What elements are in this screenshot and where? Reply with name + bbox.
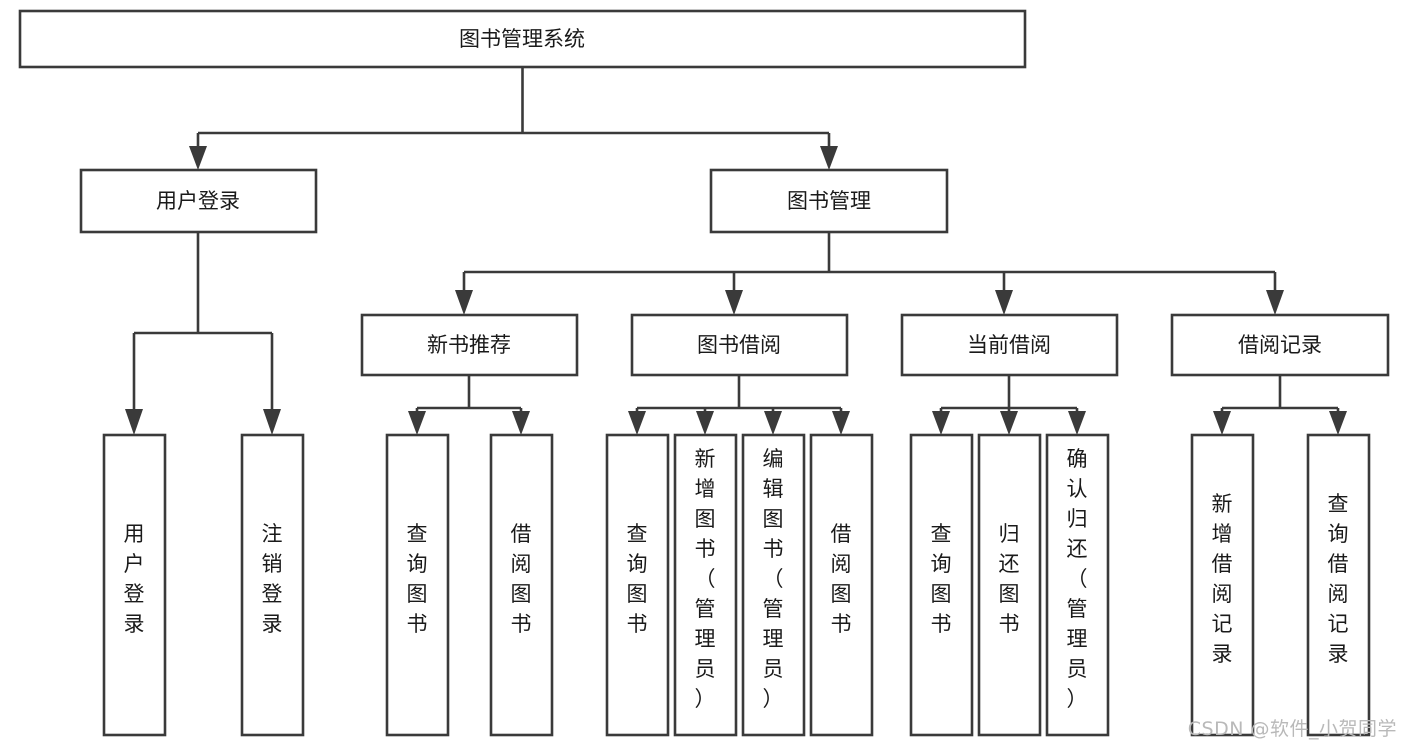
leaf-node[interactable]: 归还图书 [977, 433, 1042, 737]
node-current-borrow-label: 当前借阅 [967, 333, 1051, 357]
leaf-label-borrow-book-2: 借阅图书 [831, 522, 852, 636]
node-book-borrow-box[interactable] [630, 313, 849, 377]
leaf-label-query-book-3: 查询图书 [931, 522, 952, 636]
arrowhead-leaf-5 [628, 411, 646, 435]
node-root-box[interactable] [18, 9, 1027, 69]
leaf-label-query-book-2: 查询图书 [627, 522, 648, 636]
leaf-label-query-book-1: 查询图书 [407, 522, 428, 636]
leaf-box-query-book-1[interactable] [385, 433, 450, 737]
arrowhead-leaf-11 [1068, 411, 1086, 435]
node-borrow-record[interactable]: 借阅记录 [1170, 313, 1390, 377]
arrowhead-leaf-7 [764, 411, 782, 435]
leaf-box-query-book-2[interactable] [605, 433, 670, 737]
leaf-label-add-borrow-record: 新增借阅记录 [1212, 492, 1233, 666]
arrowhead-leaf-8 [832, 411, 850, 435]
leaf-label-add-book-admin: 新增图书（管理员） [695, 447, 716, 711]
arrowhead-leaf-2 [263, 409, 281, 435]
leaf-node[interactable]: 确认归还（管理员） [1045, 433, 1110, 737]
arrowhead-leaf-4 [512, 411, 530, 435]
leaf-label-user-login: 用户登录 [124, 522, 145, 636]
arrowhead-leaf-10 [1000, 411, 1018, 435]
leaf-label-edit-book-admin: 编辑图书（管理员） [763, 447, 784, 711]
node-user-login[interactable]: 用户登录 [79, 168, 318, 234]
arrowhead-book-mgmt [820, 146, 838, 170]
arrowhead-book-borrow [725, 290, 743, 315]
node-current-borrow-box[interactable] [900, 313, 1119, 377]
arrowhead-new-book-rec [455, 290, 473, 315]
leaf-label-return-book: 归还图书 [999, 522, 1020, 636]
arrowhead-user-login [189, 146, 207, 170]
arrowhead-current-borrow [995, 290, 1013, 315]
leaf-box-user-login[interactable] [102, 433, 167, 737]
arrowhead-leaf-9 [932, 411, 950, 435]
leaf-node[interactable]: 查询图书 [605, 433, 670, 737]
leaf-box-query-book-3[interactable] [909, 433, 974, 737]
connector-group [125, 67, 1347, 435]
arrowhead-leaf-3 [408, 411, 426, 435]
leaf-node[interactable]: 新增借阅记录 [1190, 433, 1255, 737]
node-book-borrow-label: 图书借阅 [697, 333, 781, 357]
csdn-watermark: CSDN @软件_小贺同学 [1187, 718, 1397, 740]
node-new-book-recommend-label: 新书推荐 [427, 333, 511, 357]
node-current-borrow[interactable]: 当前借阅 [900, 313, 1119, 377]
node-new-book-recommend[interactable]: 新书推荐 [360, 313, 579, 377]
node-borrow-record-label: 借阅记录 [1238, 333, 1322, 357]
leaf-node[interactable]: 借阅图书 [489, 433, 554, 737]
arrowhead-leaf-6 [696, 411, 714, 435]
leaf-node[interactable]: 查询借阅记录 [1306, 433, 1371, 737]
leaf-box-confirm-return-admin[interactable] [1045, 433, 1110, 737]
node-root-label: 图书管理系统 [459, 27, 585, 51]
node-book-borrow[interactable]: 图书借阅 [630, 313, 849, 377]
leaf-box-add-borrow-record[interactable] [1190, 433, 1255, 737]
leaf-box-return-book[interactable] [977, 433, 1042, 737]
leaf-node[interactable]: 查询图书 [385, 433, 450, 737]
node-new-book-recommend-box[interactable] [360, 313, 579, 377]
arrowhead-leaf-1 [125, 409, 143, 435]
leaf-node[interactable]: 新增图书（管理员） [673, 433, 738, 737]
leaf-box-borrow-book-1[interactable] [489, 433, 554, 737]
arrowhead-leaf-12 [1213, 411, 1231, 435]
leaf-box-borrow-book-2[interactable] [809, 433, 874, 737]
leaf-label-confirm-return-admin: 确认归还（管理员） [1067, 447, 1088, 711]
leaf-node[interactable]: 借阅图书 [809, 433, 874, 737]
leaf-box-query-borrow-record[interactable] [1306, 433, 1371, 737]
node-user-login-box[interactable] [79, 168, 318, 234]
node-book-management[interactable]: 图书管理 [709, 168, 949, 234]
leaf-box-edit-book-admin[interactable] [741, 433, 806, 737]
node-root[interactable]: 图书管理系统 [18, 9, 1027, 69]
leaf-label-query-borrow-record: 查询借阅记录 [1328, 492, 1349, 666]
leaf-node[interactable]: 查询图书 [909, 433, 974, 737]
node-book-management-label: 图书管理 [787, 189, 871, 213]
arrowhead-leaf-13 [1329, 411, 1347, 435]
leaf-box-logout[interactable] [240, 433, 305, 737]
leaf-box-add-book-admin[interactable] [673, 433, 738, 737]
node-book-management-box[interactable] [709, 168, 949, 234]
node-borrow-record-box[interactable] [1170, 313, 1390, 377]
leaf-label-logout: 注销登录 [262, 522, 283, 636]
leaf-node[interactable]: 注销登录 [240, 433, 305, 737]
leaf-node[interactable]: 编辑图书（管理员） [741, 433, 806, 737]
leaf-node[interactable]: 用户登录 [102, 433, 167, 737]
leaf-label-borrow-book-1: 借阅图书 [511, 522, 532, 636]
node-user-login-label: 用户登录 [156, 189, 240, 213]
arrowhead-borrow-record [1266, 290, 1284, 315]
